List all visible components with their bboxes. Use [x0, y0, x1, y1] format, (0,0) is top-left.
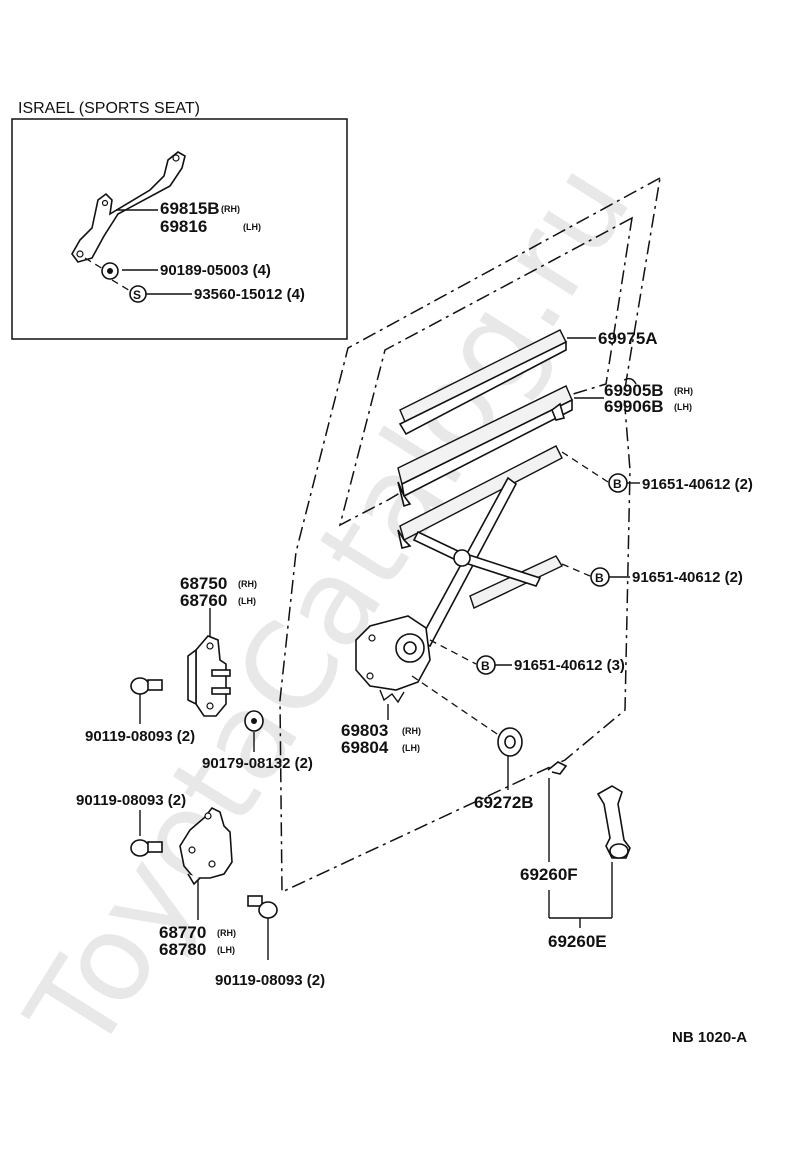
window-opening-outline — [338, 216, 633, 527]
inset-screw-marker-letter: S — [133, 288, 141, 302]
hinge-upper-sub-lh: (LH) — [238, 596, 256, 606]
run-channel-label-rh: 69905B — [604, 381, 664, 400]
hinge-upper-label-rh: 68750 — [180, 574, 227, 593]
inset-bracket — [71, 151, 186, 263]
hinge-lower-sub-lh: (LH) — [217, 945, 235, 955]
hinge-bolt-lower-part — [130, 839, 163, 857]
regulator-sub-rh: (RH) — [402, 726, 421, 736]
hinge-lower-sub-rh: (RH) — [217, 928, 236, 938]
run-channel-sub-lh: (LH) — [674, 402, 692, 412]
diagram-code: NB 1020-A — [672, 1029, 747, 1046]
hinge-nut-label: 90179-08132 (2) — [202, 755, 313, 772]
hinge-bolt-upper-part — [130, 677, 163, 695]
bolt-marker-2-letter: B — [595, 571, 604, 585]
inset-bracket-sub-rh: (RH) — [221, 204, 240, 214]
hinge-upper-part — [187, 635, 231, 717]
run-channel-part — [397, 385, 573, 508]
inset-bracket-label-lh: 69816 — [160, 217, 207, 236]
inset-nut-label: 90189-05003 (4) — [160, 262, 271, 279]
inset-bracket-sub-lh: (LH) — [243, 222, 261, 232]
hinge-bolt-bottom-part — [247, 895, 278, 919]
handle-clip-part — [547, 761, 568, 775]
bolt-marker-3-letter: B — [481, 659, 490, 673]
regulator-sub-lh: (LH) — [402, 743, 420, 753]
inset-screw-label: 93560-15012 (4) — [194, 286, 305, 303]
hinge-bolt-upper-label: 90119-08093 (2) — [85, 728, 195, 745]
inset-nut — [101, 262, 119, 280]
glass-channel-part — [398, 329, 567, 436]
hinge-lower-label-rh: 68770 — [159, 923, 206, 942]
bolt-label-2: 91651-40612 (2) — [632, 569, 743, 586]
hinge-lower-label-lh: 68780 — [159, 940, 206, 959]
hinge-upper-sub-rh: (RH) — [238, 579, 257, 589]
hinge-nut-part — [244, 710, 264, 732]
bolt-label-3: 91651-40612 (3) — [514, 657, 625, 674]
handle-washer-part — [497, 727, 523, 757]
run-channel-label-lh: 69906B — [604, 397, 664, 416]
hinge-bolt-bottom-label: 90119-08093 (2) — [215, 972, 325, 989]
hinge-bolt-lower-label: 90119-08093 (2) — [76, 792, 186, 809]
bolt-label-1: 91651-40612 (2) — [642, 476, 753, 493]
regulator-label-rh: 69803 — [341, 721, 388, 740]
hinge-upper-label-lh: 68760 — [180, 591, 227, 610]
door-outline — [279, 176, 661, 894]
window-handle-part — [596, 785, 631, 859]
handle-clip-label: 69260F — [520, 865, 578, 884]
bolt-marker-1-letter: B — [613, 477, 622, 491]
hinge-lower-part — [179, 806, 233, 886]
regulator-label-lh: 69804 — [341, 738, 389, 757]
glass-channel-label: 69975A — [598, 329, 658, 348]
inset-frame — [11, 118, 348, 340]
handle-assy-label: 69260E — [548, 932, 607, 951]
run-channel-sub-rh: (RH) — [674, 386, 693, 396]
inset-title: ISRAEL (SPORTS SEAT) — [18, 100, 200, 117]
regulator-part — [355, 445, 563, 704]
handle-washer-label: 69272B — [474, 793, 534, 812]
inset-bracket-label-rh: 69815B — [160, 199, 220, 218]
